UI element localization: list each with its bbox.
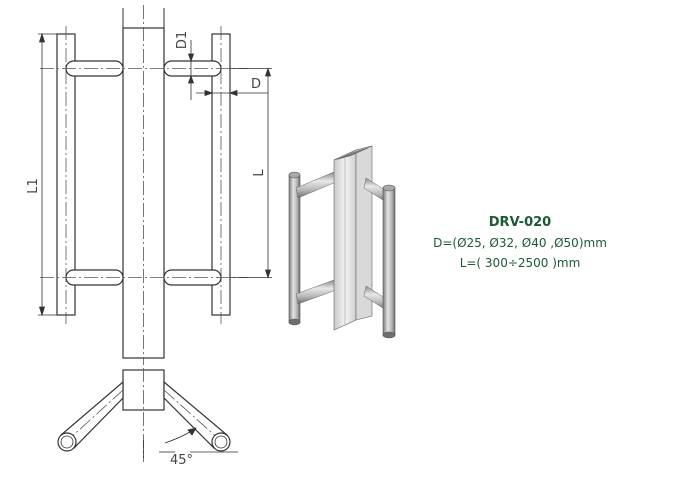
iso-left-bar — [288, 171, 301, 326]
right-handle-bar — [211, 26, 231, 324]
label-angle: 45° — [170, 453, 193, 468]
front-elevation — [38, 5, 272, 365]
iso-right-bar — [382, 184, 396, 339]
isometric-view — [288, 145, 396, 339]
dimension-angle — [143, 427, 238, 458]
upper-standoffs — [40, 60, 248, 77]
plan-view — [57, 368, 238, 462]
lower-standoffs — [40, 269, 248, 286]
diameter-range: D=(Ø25, Ø32, Ø40 ,Ø50)mm — [433, 236, 607, 250]
label-d: D — [251, 77, 261, 92]
dimension-labels: D1 D L L1 45° — [26, 31, 267, 468]
model-code: DRV-020 — [488, 215, 552, 230]
center-profile — [122, 5, 165, 365]
left-handle-bar — [56, 26, 76, 324]
label-d1: D1 — [175, 31, 190, 49]
dimension-l1 — [38, 32, 57, 317]
iso-left-lower-standoff — [295, 279, 337, 305]
iso-center-post — [333, 145, 373, 331]
label-l: L — [252, 169, 267, 177]
iso-left-upper-standoff — [295, 171, 337, 199]
product-spec: DRV-020 D=(Ø25, Ø32, Ø40 ,Ø50)mm L=( 300… — [405, 213, 635, 273]
label-l1: L1 — [26, 178, 41, 194]
dimension-d — [196, 84, 268, 98]
dimension-d1 — [186, 40, 196, 100]
length-range: L=( 300÷2500 )mm — [459, 256, 581, 270]
dimension-l — [230, 67, 272, 279]
